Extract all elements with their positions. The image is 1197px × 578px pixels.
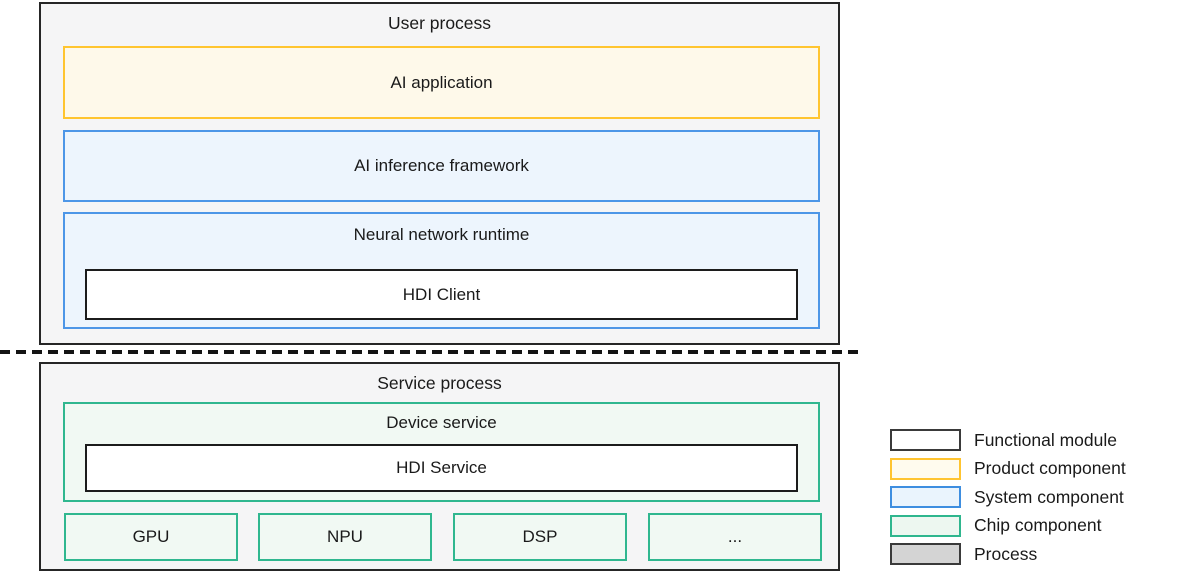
neural-network-runtime-label: Neural network runtime [353, 225, 530, 244]
legend-label-functional-module: Functional module [974, 429, 1117, 450]
legend-row-functional-module: Functional module [890, 429, 1126, 451]
legend-label-system-component: System component [974, 486, 1124, 507]
system-component-swatch [890, 486, 961, 508]
legend-row-process: Process [890, 543, 1126, 565]
hdi-client-label: HDI Client [402, 284, 481, 304]
legend-row-chip-component: Chip component [890, 514, 1126, 537]
chip-label-gpu: GPU [132, 527, 170, 546]
legend: Functional module Product component Syst… [890, 429, 1126, 572]
ai-application-box: AI application [63, 46, 820, 119]
device-service-label: Device service [386, 413, 497, 432]
ai-application-label: AI application [390, 72, 493, 92]
chip-label-dsp: DSP [522, 527, 558, 546]
ai-inference-framework-label: AI inference framework [354, 156, 529, 175]
hdi-client-box: HDI Client [85, 269, 798, 320]
legend-label-process: Process [974, 543, 1038, 564]
functional-module-swatch [890, 429, 961, 451]
product-component-swatch [890, 457, 961, 480]
legend-row-product-component: Product component [890, 457, 1126, 480]
chip-box-npu: NPU [258, 513, 432, 561]
legend-row-system-component: System component [890, 486, 1126, 508]
chip-label-npu: NPU [327, 527, 363, 546]
hdi-service-label: HDI Service [396, 458, 487, 477]
chip-component-swatch [890, 514, 961, 537]
hdi-service-box: HDI Service [85, 444, 798, 492]
service-process-title: Service process [377, 373, 502, 393]
process-boundary-dashed-line [0, 350, 864, 354]
chip-box-more: ... [648, 513, 822, 561]
process-swatch [890, 543, 961, 565]
ai-inference-framework-box: AI inference framework [63, 130, 820, 202]
service-process-box: Service process Device service HDI Servi… [39, 362, 840, 571]
chip-box-gpu: GPU [64, 513, 238, 561]
chip-box-dsp: DSP [453, 513, 627, 561]
legend-label-chip-component: Chip component [974, 515, 1102, 535]
neural-network-runtime-box: Neural network runtime HDI Client [63, 212, 820, 329]
legend-label-product-component: Product component [974, 458, 1126, 478]
user-process-title: User process [387, 13, 492, 33]
chip-label-more: ... [727, 527, 743, 546]
device-service-box: Device service HDI Service [63, 402, 820, 502]
user-process-box: User process AI application AI inference… [39, 2, 840, 345]
